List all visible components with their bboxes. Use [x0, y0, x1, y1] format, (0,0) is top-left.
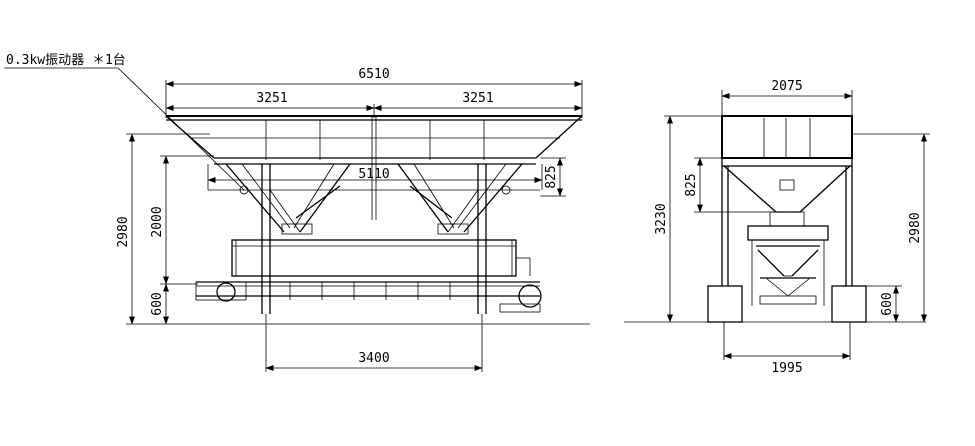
dim-half-widths: 3251 3251	[165, 91, 583, 118]
side-weighing-unit	[747, 225, 829, 306]
dim-front-base-height: 600	[150, 283, 198, 325]
dim-side-total-height-label: 3230	[654, 203, 669, 234]
vibrator-note-text: 0.3kw振动器 ＊1台	[6, 53, 126, 68]
dim-inner-width: 5110	[207, 167, 543, 183]
dim-side-hopper-depth: 825	[684, 157, 780, 213]
dim-side-hopper-depth-label: 825	[684, 173, 699, 196]
dim-overall-width: 6510	[165, 67, 583, 118]
side-bin-body	[721, 115, 853, 227]
side-view: 2075	[624, 79, 930, 376]
dim-side-base-height: 600	[866, 285, 902, 323]
bin-top-frame	[165, 115, 583, 220]
dim-side-top-width: 2075	[721, 79, 853, 118]
dim-half-width-left-label: 3251	[256, 91, 287, 106]
belt-conveyor	[195, 281, 542, 313]
dim-front-total-height-label: 2980	[116, 216, 131, 247]
dim-leg-span-label: 3400	[358, 351, 389, 366]
dim-inner-width-label: 5110	[358, 167, 389, 182]
dim-front-hopper-depth-label: 825	[544, 165, 559, 188]
dim-side-frame-height-label: 2980	[908, 212, 923, 243]
hopper-band	[207, 157, 543, 235]
dim-half-width-right-label: 3251	[462, 91, 493, 106]
dim-front-frame-height-label: 2000	[150, 206, 165, 237]
dim-front-frame-height: 2000	[150, 155, 214, 285]
dim-side-base-width-label: 1995	[771, 361, 802, 376]
dim-side-base-height-label: 600	[880, 292, 895, 315]
support-legs	[261, 164, 487, 314]
dim-overall-width-label: 6510	[358, 67, 389, 82]
dim-side-frame-height: 2980	[852, 133, 930, 323]
dim-front-total-height: 2980	[116, 133, 210, 325]
weighing-hopper	[231, 239, 531, 277]
dim-side-top-width-label: 2075	[771, 79, 802, 94]
dim-leg-span: 3400	[265, 314, 483, 372]
dim-front-base-height-label: 600	[150, 292, 165, 315]
dim-side-total-height: 3230	[654, 115, 724, 323]
dim-side-base-width: 1995	[723, 322, 851, 376]
dim-front-hopper-depth: 825	[540, 157, 566, 197]
side-frame-legs	[721, 166, 853, 286]
front-view: 6510 3251 3251	[116, 67, 590, 372]
